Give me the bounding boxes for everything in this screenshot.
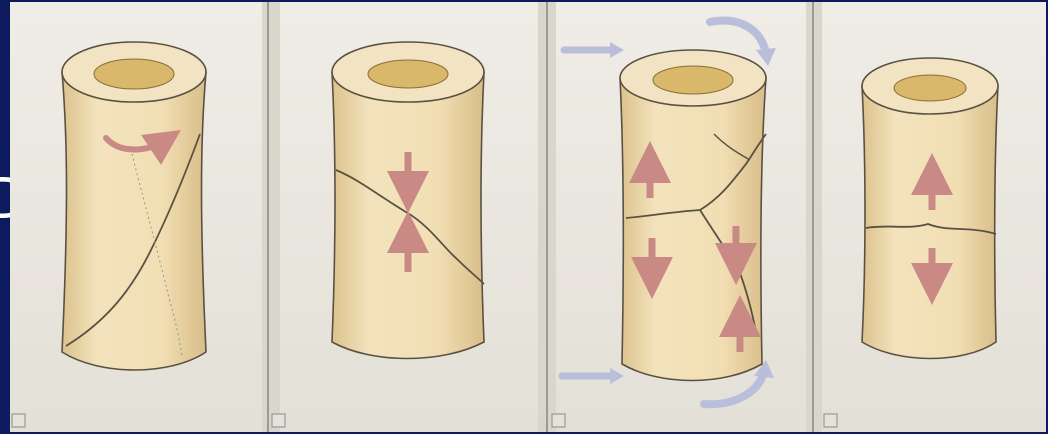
marrow-cavity (653, 66, 733, 94)
bone-shaft (332, 72, 484, 359)
panel-divider (806, 2, 822, 432)
bone-panel-b (332, 42, 484, 359)
bone-panel-d (862, 58, 998, 359)
panel-tag-box (824, 414, 837, 427)
bone-shaft (862, 86, 998, 359)
panel-divider (262, 2, 280, 432)
bone-shaft (620, 78, 766, 381)
marrow-cavity (94, 59, 174, 89)
marrow-cavity (894, 75, 966, 101)
panel-tag-box (272, 414, 285, 427)
fracture-illustration (10, 2, 1046, 432)
panel-tag-box (12, 414, 25, 427)
bone-panel-a (62, 42, 206, 370)
bone-shaft (62, 72, 206, 370)
marrow-cavity (368, 60, 448, 88)
panel-tag-box (552, 414, 565, 427)
